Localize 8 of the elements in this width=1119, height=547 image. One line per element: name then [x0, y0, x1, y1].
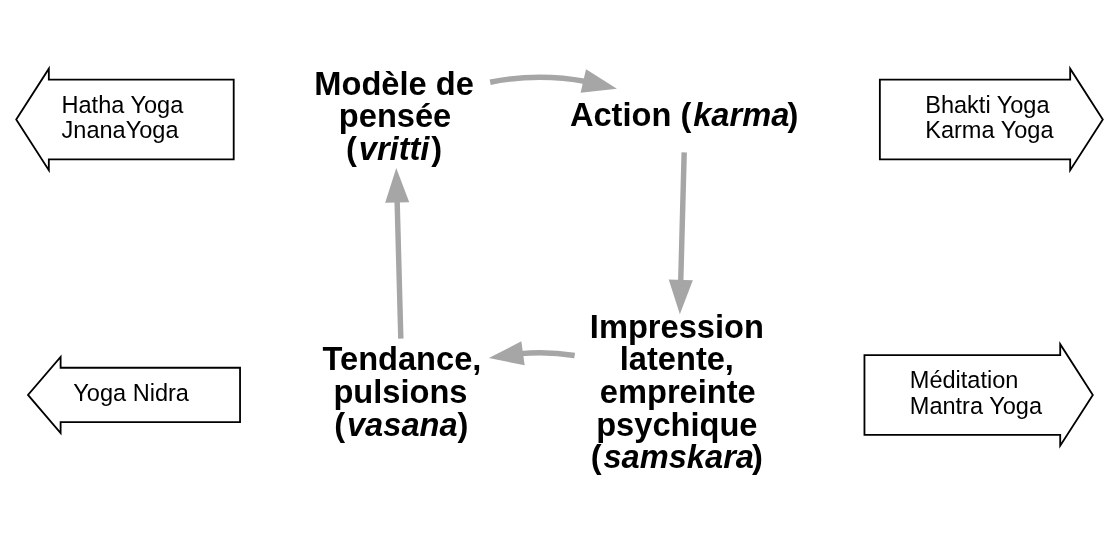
- arrow: [385, 168, 410, 339]
- node-text: Tendance, pulsions (vasana): [322, 340, 482, 443]
- arrow: [489, 69, 617, 93]
- arrow: [488, 341, 576, 366]
- node-text: Modèle de pensée (vritti): [314, 64, 474, 168]
- node-text: Impression latente, empreinte psychique (samskara): [589, 307, 764, 476]
- arrow: [668, 152, 693, 315]
- node-text: Action (karma): [569, 95, 799, 133]
